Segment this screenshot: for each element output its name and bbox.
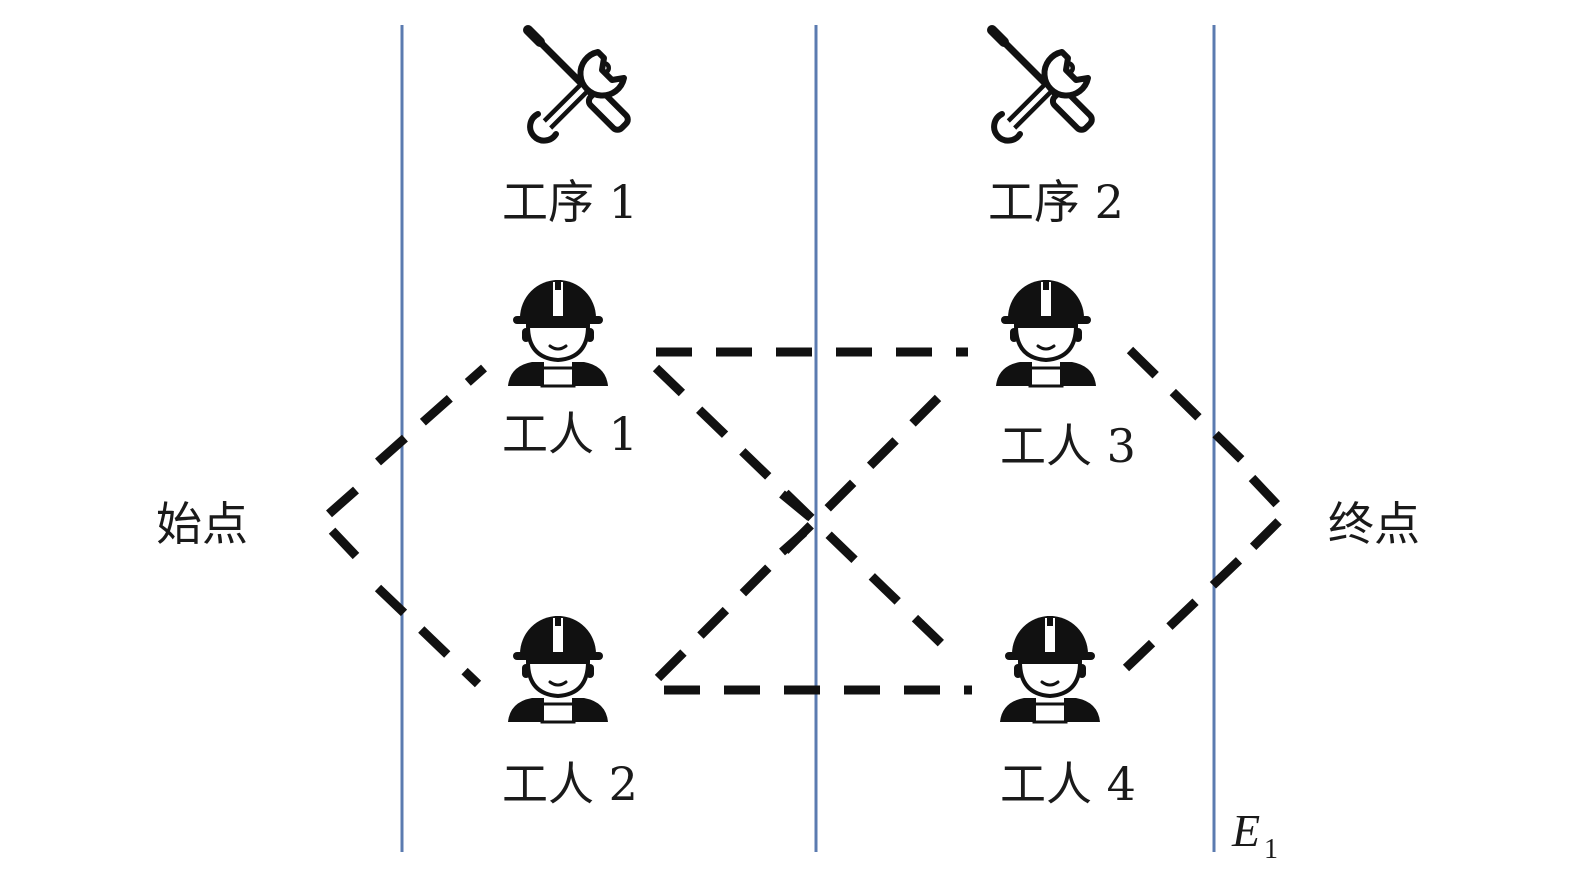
worker-icon bbox=[998, 614, 1102, 724]
path-end-junction bbox=[1248, 474, 1293, 552]
path-start-to-worker-1 bbox=[375, 364, 487, 466]
worker-4-label: 工人 4 bbox=[1000, 757, 1136, 811]
end-label: 终点 bbox=[1328, 497, 1420, 551]
worker-icon bbox=[994, 278, 1098, 388]
worker-icon bbox=[506, 278, 610, 388]
process-1-label: 工序 1 bbox=[502, 175, 638, 229]
path-cross-junction bbox=[779, 490, 823, 556]
worker-paths bbox=[315, 346, 1293, 695]
worker-2-label: 工人 2 bbox=[502, 757, 638, 811]
boundary-label-subscript: 1 bbox=[1264, 834, 1278, 865]
path-worker-3-to-end bbox=[1126, 346, 1256, 474]
worker-3-label: 工人 3 bbox=[1000, 419, 1136, 473]
tools-icon bbox=[992, 30, 1094, 141]
tools-icon bbox=[528, 30, 630, 141]
process-2-label: 工序 2 bbox=[988, 175, 1124, 229]
path-worker-4-to-end bbox=[1122, 544, 1256, 672]
start-label: 始点 bbox=[156, 497, 248, 551]
path-start-to-worker-2 bbox=[374, 584, 482, 688]
worker-1-label: 工人 1 bbox=[502, 407, 638, 461]
boundary-label-main: E bbox=[1231, 805, 1260, 856]
path-start-to-worker-1 bbox=[315, 486, 360, 560]
worker-icon bbox=[506, 614, 610, 724]
boundary-label: E 1 bbox=[1231, 805, 1278, 865]
